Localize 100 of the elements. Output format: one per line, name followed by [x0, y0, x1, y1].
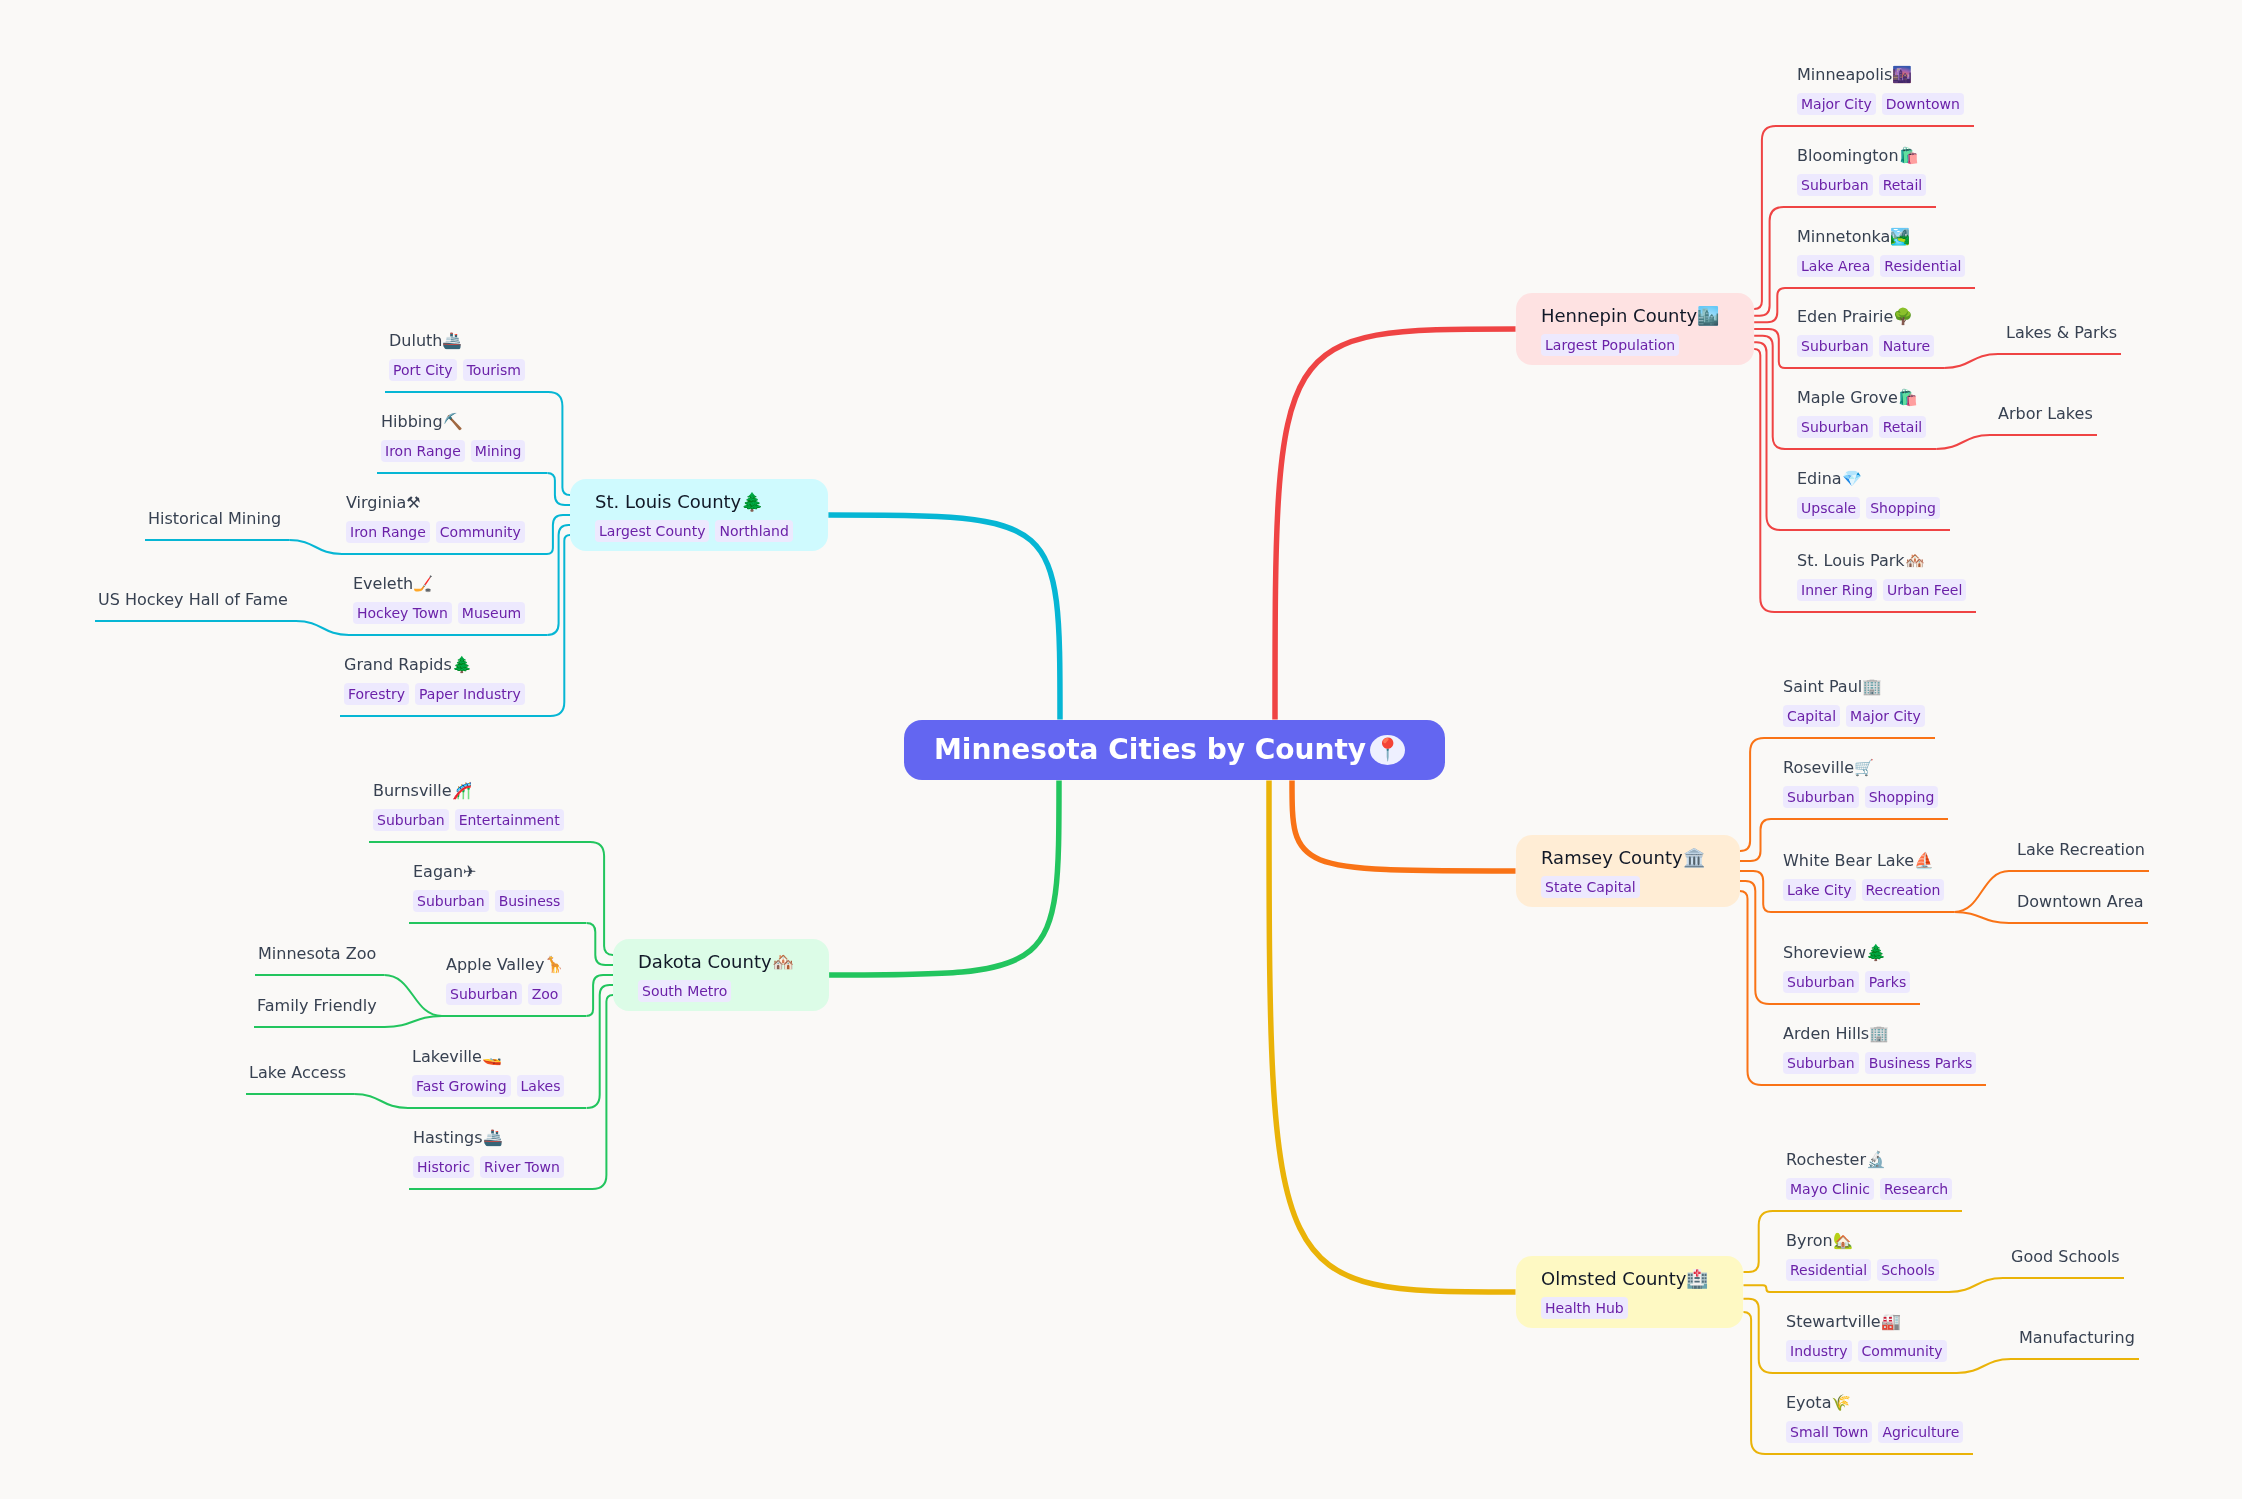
tag: Suburban — [1783, 1052, 1859, 1074]
pine-tree-icon: 🌲 — [741, 493, 764, 511]
factory-icon: 🏭 — [1880, 1314, 1901, 1330]
city-name: Eveleth — [353, 574, 414, 594]
city-name: Virginia — [346, 493, 407, 513]
city-topic — [1771, 677, 1935, 739]
city-topic — [1771, 758, 1949, 820]
tag: Business Parks — [1864, 1052, 1977, 1074]
tag: Schools — [1877, 1259, 1939, 1281]
houses-icon: 🏘 — [1904, 553, 1925, 569]
branch-line — [1289, 780, 1516, 874]
ship-icon: 🚢 — [442, 333, 463, 349]
city-topic — [409, 862, 587, 924]
city-name: Lakeville — [412, 1047, 482, 1067]
microscope-icon: 🔬 — [1866, 1152, 1886, 1168]
subtopic: Lakes & Parks — [1998, 323, 2122, 355]
sailboat-icon: ⛵ — [1914, 853, 1935, 869]
branch-line — [1742, 1210, 1775, 1273]
tag: Lake Area — [1797, 255, 1875, 277]
branch-line — [1272, 326, 1516, 720]
roller-coaster-icon: 🎢 — [451, 783, 472, 799]
tag: Business — [494, 890, 565, 912]
city-name: Shoreview — [1783, 943, 1866, 963]
giraffe-icon: 🦒 — [544, 957, 565, 973]
tag: Small Town — [1786, 1421, 1873, 1443]
city-topic — [442, 955, 587, 1017]
city-topic — [1774, 1150, 1963, 1212]
branch-line — [1753, 328, 1786, 369]
tag: Inner Ring — [1797, 579, 1878, 601]
topic-title: Minnesota Cities by County — [934, 733, 1367, 767]
shopping-bags-icon: 🛍 — [1898, 148, 1919, 164]
tag: Iron Range — [346, 521, 430, 543]
city-topic — [1774, 1231, 1949, 1293]
tag: Largest County — [595, 520, 710, 542]
branch-line — [1742, 1297, 1775, 1374]
pine-tree-icon: 🌲 — [1866, 945, 1886, 961]
tag: State Capital — [1541, 876, 1640, 898]
tag: Historic — [413, 1156, 475, 1178]
subtopic: Lake Recreation — [2009, 840, 2149, 872]
pickaxe-icon: ⛏ — [442, 414, 463, 430]
tag: Suburban — [1797, 416, 1873, 438]
city-topic — [342, 493, 547, 555]
subtopic: US Hockey Hall of Fame — [95, 590, 296, 622]
county-name: Hennepin County — [1541, 304, 1698, 328]
city-topic — [340, 655, 547, 717]
tag: Shopping — [1866, 497, 1940, 519]
branch-line — [1947, 1277, 2004, 1293]
city-name: Eagan — [413, 862, 463, 882]
branch-line — [288, 539, 343, 555]
tag: Museum — [457, 602, 526, 624]
classical-building-icon: 🏛 — [1682, 849, 1705, 867]
branch-line — [1753, 206, 1786, 317]
tag: Hockey Town — [353, 602, 452, 624]
branch-line — [1753, 287, 1786, 324]
subtopic: Lake Access — [246, 1063, 355, 1095]
city-name: St. Louis Park — [1797, 551, 1905, 571]
city-name: Grand Rapids — [344, 655, 452, 675]
city-topic — [409, 1128, 586, 1190]
wheat-icon: 🌾 — [1831, 1395, 1852, 1411]
city-name: Edina — [1797, 469, 1842, 489]
branch-line — [585, 984, 614, 1109]
tag: Forestry — [344, 683, 409, 705]
tag: Zoo — [527, 983, 563, 1005]
tag: Residential — [1880, 255, 1966, 277]
tag: Community — [1857, 1340, 1947, 1362]
tag: Mining — [470, 440, 526, 462]
tag: Paper Industry — [415, 683, 525, 705]
city-name: Arden Hills — [1783, 1024, 1870, 1044]
tag: Suburban — [1797, 335, 1873, 357]
shopping-cart-icon: 🛒 — [1854, 760, 1874, 776]
speedboat-icon: 🚤 — [481, 1049, 502, 1065]
branch-line — [1738, 880, 1772, 1005]
office-building-icon: 🏢 — [1869, 1026, 1890, 1042]
city-topic — [1771, 1024, 1987, 1086]
branch-line — [1953, 911, 2010, 924]
tag: Residential — [1786, 1259, 1872, 1281]
airplane-icon: ✈ — [463, 864, 477, 880]
branch-line — [1753, 341, 1786, 531]
city-topic — [1774, 1393, 1974, 1455]
gem-icon: 💎 — [1841, 471, 1862, 487]
city-topic — [1785, 65, 1974, 127]
branch-line — [829, 780, 1062, 978]
city-name: Eyota — [1786, 1393, 1832, 1413]
hammer-and-pick-icon: ⚒ — [406, 495, 421, 511]
branch-line — [383, 1015, 443, 1028]
city-topic — [1771, 851, 1955, 913]
city-topic — [1785, 227, 1976, 289]
tag: Mayo Clinic — [1786, 1178, 1874, 1200]
city-name: Rochester — [1786, 1150, 1866, 1170]
branch-line — [546, 524, 571, 636]
city-name: Hastings — [413, 1128, 483, 1148]
branch-line — [353, 1093, 409, 1109]
tag: Entertainment — [454, 809, 564, 831]
city-topic — [1785, 469, 1950, 531]
tag: Capital — [1783, 705, 1841, 727]
city-name: Apple Valley — [446, 955, 545, 975]
pushpin-icon: 📍 — [1370, 735, 1406, 765]
tag: Lake City — [1783, 879, 1856, 901]
county-topic — [1516, 835, 1740, 907]
branch-line — [1738, 818, 1772, 862]
